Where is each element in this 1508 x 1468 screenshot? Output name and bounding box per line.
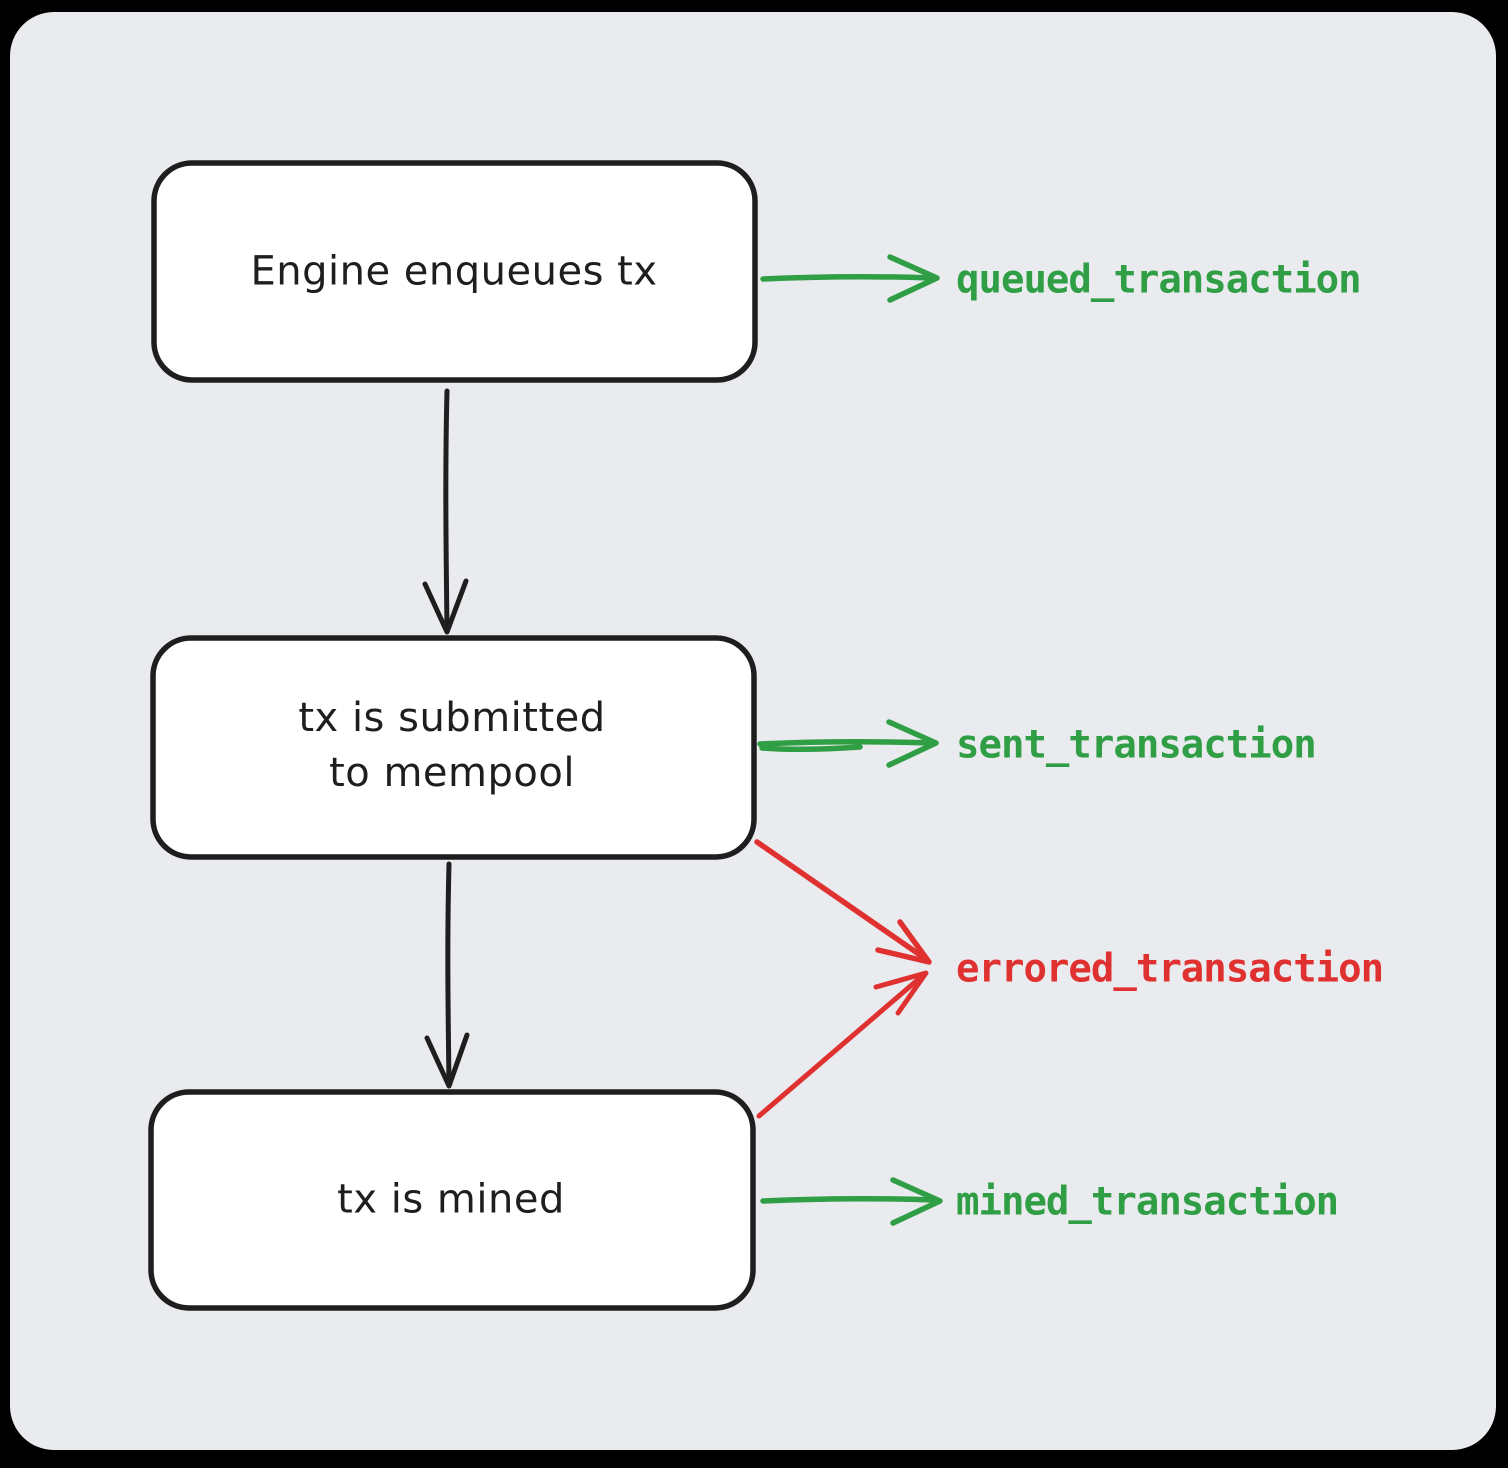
event-label-errored-transaction: errored_transaction: [956, 946, 1384, 992]
event-label-sent-transaction: sent_transaction: [956, 722, 1317, 768]
node-label-tx-is-mined: tx is mined: [337, 1176, 565, 1223]
event-label-queued-transaction: queued_transaction: [956, 257, 1362, 303]
flow-arrow-enqueue-to-mempool: [422, 388, 469, 635]
node-box-engine-enqueues-tx: [151, 160, 758, 383]
event-arrow-queued-transaction: [760, 254, 940, 303]
flow-arrow-mempool-to-mined: [424, 861, 470, 1089]
error-arrow-from-mempool: [754, 839, 932, 965]
node-box-tx-submitted-to-mempool: [150, 635, 757, 860]
event-arrow-sent-transaction: [757, 719, 939, 768]
event-label-mined-transaction: mined_transaction: [956, 1179, 1339, 1225]
error-arrow-from-mined: [756, 970, 929, 1119]
node-label-line-1: tx is submitted: [298, 695, 606, 741]
node-label-engine-enqueues-tx: Engine enqueues tx: [250, 248, 658, 295]
node-label-line-2: to mempool: [329, 750, 575, 796]
event-arrow-mined-transaction: [760, 1177, 943, 1226]
node-label-tx-submitted-to-mempool: tx is submitted to mempool: [298, 691, 605, 801]
node-box-tx-is-mined: [148, 1089, 756, 1311]
